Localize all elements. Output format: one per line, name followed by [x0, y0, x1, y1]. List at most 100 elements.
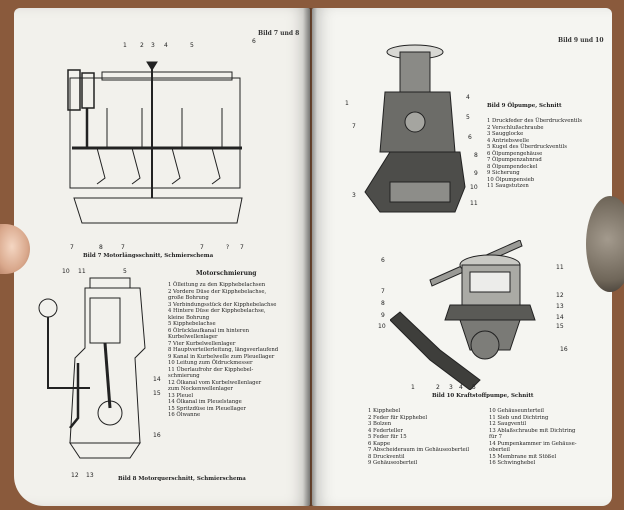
fig8-label-5: 5 [123, 268, 127, 275]
fig7-bottom-label: 7 [240, 244, 244, 251]
fig8-label-13: 13 [86, 472, 94, 479]
legend-item: 9 Kanal in Kurbelwelle zum Pleuellager [168, 353, 275, 360]
fig10-label-11: 11 [556, 264, 564, 271]
legend-item: 11 Saugstutzen [487, 183, 529, 189]
fig7-bottom-label: ? [226, 244, 230, 251]
legend-item: 6 Kappe [368, 440, 391, 447]
right-page [312, 8, 612, 506]
legend-item: zum Nockenwellenlager [168, 386, 233, 392]
legend-item: 7 Ölpumpenzahnrad [487, 157, 542, 163]
legend-item: 3 Saugglocke [487, 131, 524, 137]
fig10-label-14: 14 [556, 314, 564, 321]
fig7-caption: Bild 7 Motorlängsschnitt, Schmierschema [83, 253, 214, 259]
lubrication-legend-title: Motorschmierung [196, 270, 257, 277]
fig7-label-6: 6 [252, 38, 256, 45]
fig7-bottom-label: 7 [121, 244, 125, 251]
legend-item: 14 Pumpenkammer im Gehäuse- [489, 440, 577, 447]
fig10-label-12: 12 [556, 292, 564, 299]
legend-item: 14 Ölkanal im Pleuelstange [168, 399, 242, 405]
fig8-label-12: 12 [71, 472, 79, 479]
legend-item: 5 Kugel des Überdruckventils [487, 144, 567, 150]
fig9-label-4: 4 [466, 94, 470, 101]
fig9-label-3: 3 [352, 192, 356, 199]
fig7-label-2: 2 [140, 42, 144, 49]
fig10-fuel-pump-drawing [390, 240, 536, 390]
legend-item: 15 Spritzdüse im Pleuellager [168, 405, 246, 412]
fig10-caption: Bild 10 Kraftstoffpumpe, Schnitt [432, 393, 534, 399]
legend-item: 7 Vier Kurbelwellenlager [168, 340, 236, 347]
legend-item: 3 Bolzen [368, 421, 392, 427]
fig8-caption: Bild 8 Motorquerschnitt, Schmierschema [118, 476, 246, 482]
fig10-label-2: 2 [436, 384, 440, 391]
legend-item: 2 Vordere Düse der Kipphebelachse, [168, 288, 267, 295]
legend-item: 12 Saugventil [489, 421, 527, 427]
legend-item: 10 Ölpumpensieb [487, 176, 535, 183]
legend-item: 8 Hauptverteilerleitung, längsverlaufend [168, 347, 279, 353]
coin-paperweight [586, 196, 624, 292]
legend-item: 4 Federteller [368, 427, 403, 434]
legend-item: 13 Pleuel [168, 392, 194, 399]
legend-item: 12 Ölkanal vom Kurbelwellenlager [168, 379, 262, 386]
fig9-oil-pump-drawing [364, 44, 466, 213]
fig8-label-10: 10 [62, 268, 70, 275]
fig10-label-5: 5 [472, 384, 476, 391]
legend-item: 10 Leitung zum Öldruckmesser [168, 360, 253, 366]
right-page-header: Bild 9 und 10 [558, 37, 604, 44]
fig9-label-8: 8 [474, 152, 478, 159]
legend-item: 2 Feder für Kipphebel [368, 414, 428, 421]
fig8-label-16: 16 [153, 432, 161, 439]
fig9-label-10: 10 [470, 184, 478, 191]
fig10-label-9: 9 [381, 312, 385, 319]
fig9-label-1: 1 [345, 100, 349, 107]
left-page [14, 8, 310, 506]
fig8-label-15: 15 [153, 390, 161, 397]
legend-item: 8 Druckventil [368, 453, 405, 460]
fig10-label-7: 7 [381, 288, 385, 295]
legend-item: 5 Feder für 15 [368, 434, 407, 440]
legend-item: 8 Ölpumpendeckel [487, 163, 538, 170]
legend-item: kleine Bohrung [168, 314, 210, 321]
fig7-bottom-label: 7 [70, 244, 74, 251]
fig7-bottom-label: 7 [200, 244, 204, 251]
fig8-label-11: 11 [78, 268, 86, 275]
legend-item: 9 Sicherung [487, 170, 520, 176]
legend-item: 2 Verschlußschraube [487, 124, 544, 131]
fig10-label-16: 16 [560, 346, 568, 353]
fig9-label-11: 11 [470, 200, 478, 207]
fig8-label-14: 14 [153, 376, 161, 383]
legend-item: große Bohrung [168, 295, 209, 301]
fig8-engine-drawing [38, 277, 146, 459]
legend-item: 1 Druckfeder des Überdruckventils [487, 118, 582, 124]
fig9-label-7: 7 [352, 123, 356, 130]
fig9-label-9: 9 [474, 170, 478, 177]
fig7-bottom-label: 8 [99, 244, 103, 251]
legend-item: 1 Ölleitung zu den Kipphebelachsen [168, 282, 266, 288]
fig10-label-10: 10 [378, 323, 386, 330]
fig7-label-4: 4 [164, 42, 168, 49]
fig9-caption: Bild 9 Ölpumpe, Schnitt [487, 103, 562, 109]
fig10-label-13: 13 [556, 303, 564, 310]
legend-item: 9 Gehäuseoberteil [368, 460, 418, 466]
fig7-engine-drawing [67, 61, 243, 224]
fig9-label-5: 5 [466, 114, 470, 121]
fig7-label-1: 1 [123, 42, 127, 49]
legend-item: 16 Schwinghebel [489, 460, 536, 466]
left-page-header: Bild 7 und 8 [258, 30, 300, 37]
legend-item: Kurbelwellenlager [168, 334, 218, 340]
legend-item: schmierung [168, 373, 200, 379]
fig9-label-6: 6 [468, 134, 472, 141]
legend-item: 16 Ölwanne [168, 412, 201, 418]
fig10-label-1: 1 [411, 384, 415, 391]
fig10-label-8: 8 [381, 300, 385, 307]
legend-item: 7 Abscheideraum im Gehäuseoberteil [368, 447, 470, 453]
fig7-label-5: 5 [190, 42, 194, 49]
legend-item: 10 Gehäuseunterteil [489, 408, 544, 414]
legend-item: 15 Membrane mit Stößel [489, 453, 557, 460]
legend-item: 6 Ölrücklaufkanal im hinteren [168, 327, 250, 334]
legend-item: 3 Verbindungsstück der Kipphebelachse [168, 301, 277, 308]
legend-item: 4 Hintere Düse der Kipphebelachse, [168, 308, 266, 314]
legend-item: 4 Antriebswelle [487, 137, 530, 144]
